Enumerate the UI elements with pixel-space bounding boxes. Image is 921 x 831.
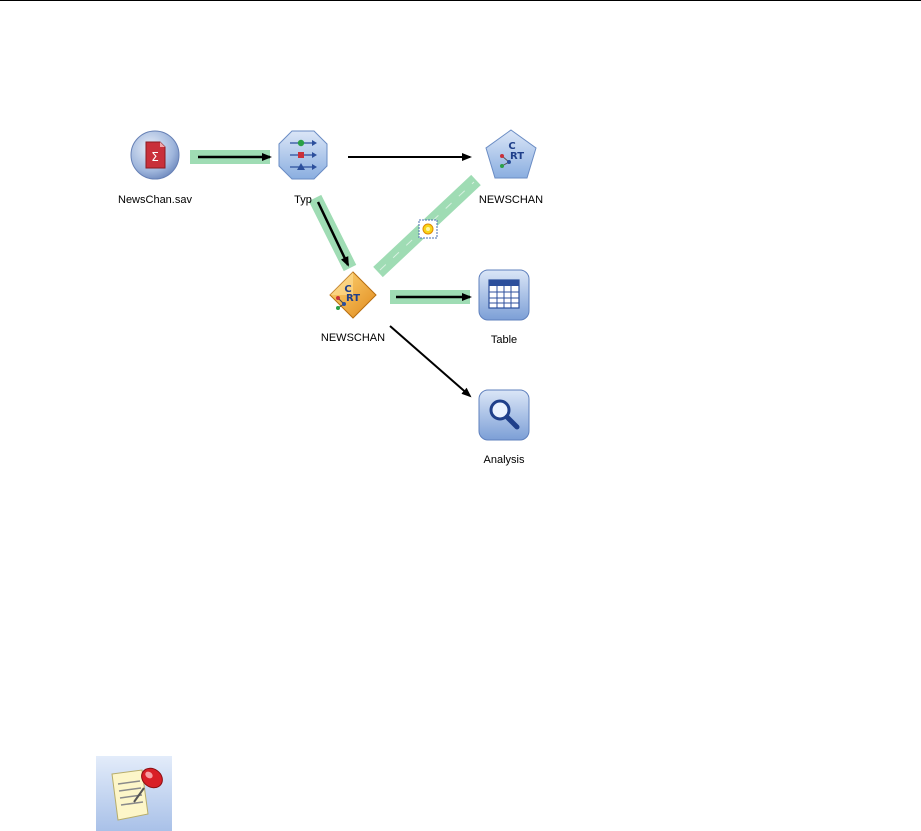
pushpin-note-icon[interactable] [96, 756, 172, 831]
table-icon [477, 268, 531, 322]
node-table[interactable]: Table [444, 268, 564, 353]
node-analysis[interactable]: Analysis [444, 388, 564, 473]
magnifier-icon [477, 388, 531, 442]
model-nugget-icon: C RT [326, 268, 380, 322]
node-crt-model-nugget-label: NEWSCHAN [293, 332, 413, 344]
node-table-label: Table [444, 334, 564, 346]
stream-canvas[interactable]: Σ NewsChan.sav Typ [0, 0, 921, 520]
node-crt-modeling[interactable]: C RT NEWSCHAN [451, 128, 571, 213]
node-crt-model-nugget[interactable]: C RT NEWSCHAN [293, 268, 413, 348]
svg-text:RT: RT [510, 151, 524, 162]
node-type-label: Typ [243, 194, 363, 206]
type-node-icon [276, 128, 330, 182]
svg-text:Σ: Σ [151, 150, 159, 164]
sav-file-icon: Σ [128, 128, 182, 182]
crt-pentagon-icon: C RT [484, 128, 538, 182]
node-crt-modeling-label: NEWSCHAN [451, 194, 571, 206]
svg-text:RT: RT [346, 293, 360, 304]
node-source-label: NewsChan.sav [95, 194, 215, 206]
model-refresh-badge-icon[interactable] [419, 220, 437, 238]
node-analysis-label: Analysis [444, 454, 564, 466]
node-type[interactable]: Typ [243, 128, 363, 213]
node-source[interactable]: Σ NewsChan.sav [95, 128, 215, 213]
